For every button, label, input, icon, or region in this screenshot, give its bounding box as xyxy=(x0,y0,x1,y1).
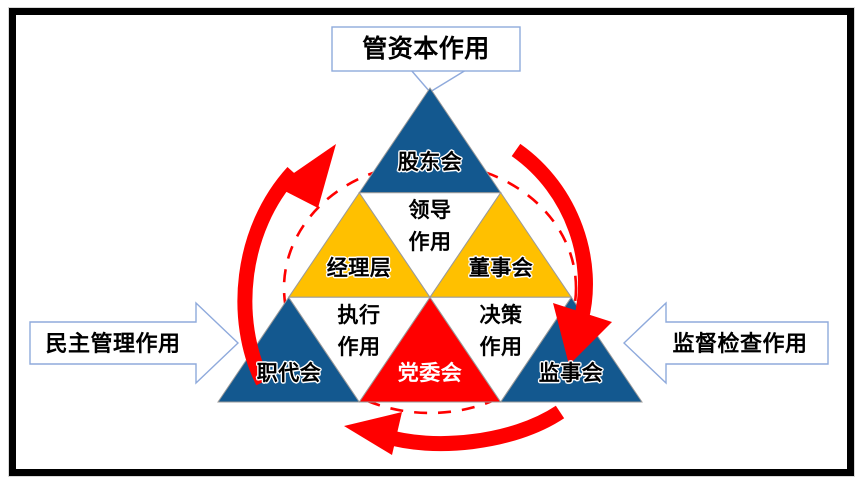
flow-arrow-bottom xyxy=(344,405,565,455)
left-callout-arrow[interactable] xyxy=(29,301,240,385)
top-callout-connector xyxy=(410,69,467,93)
dashed-cycle-circle xyxy=(282,161,578,415)
top-callout-box[interactable] xyxy=(331,26,521,72)
flow-arrow-right xyxy=(511,143,612,365)
tri-shareholders-meeting[interactable] xyxy=(358,87,502,194)
right-callout-arrow[interactable] xyxy=(622,301,829,385)
flow-arrow-left xyxy=(237,144,336,386)
